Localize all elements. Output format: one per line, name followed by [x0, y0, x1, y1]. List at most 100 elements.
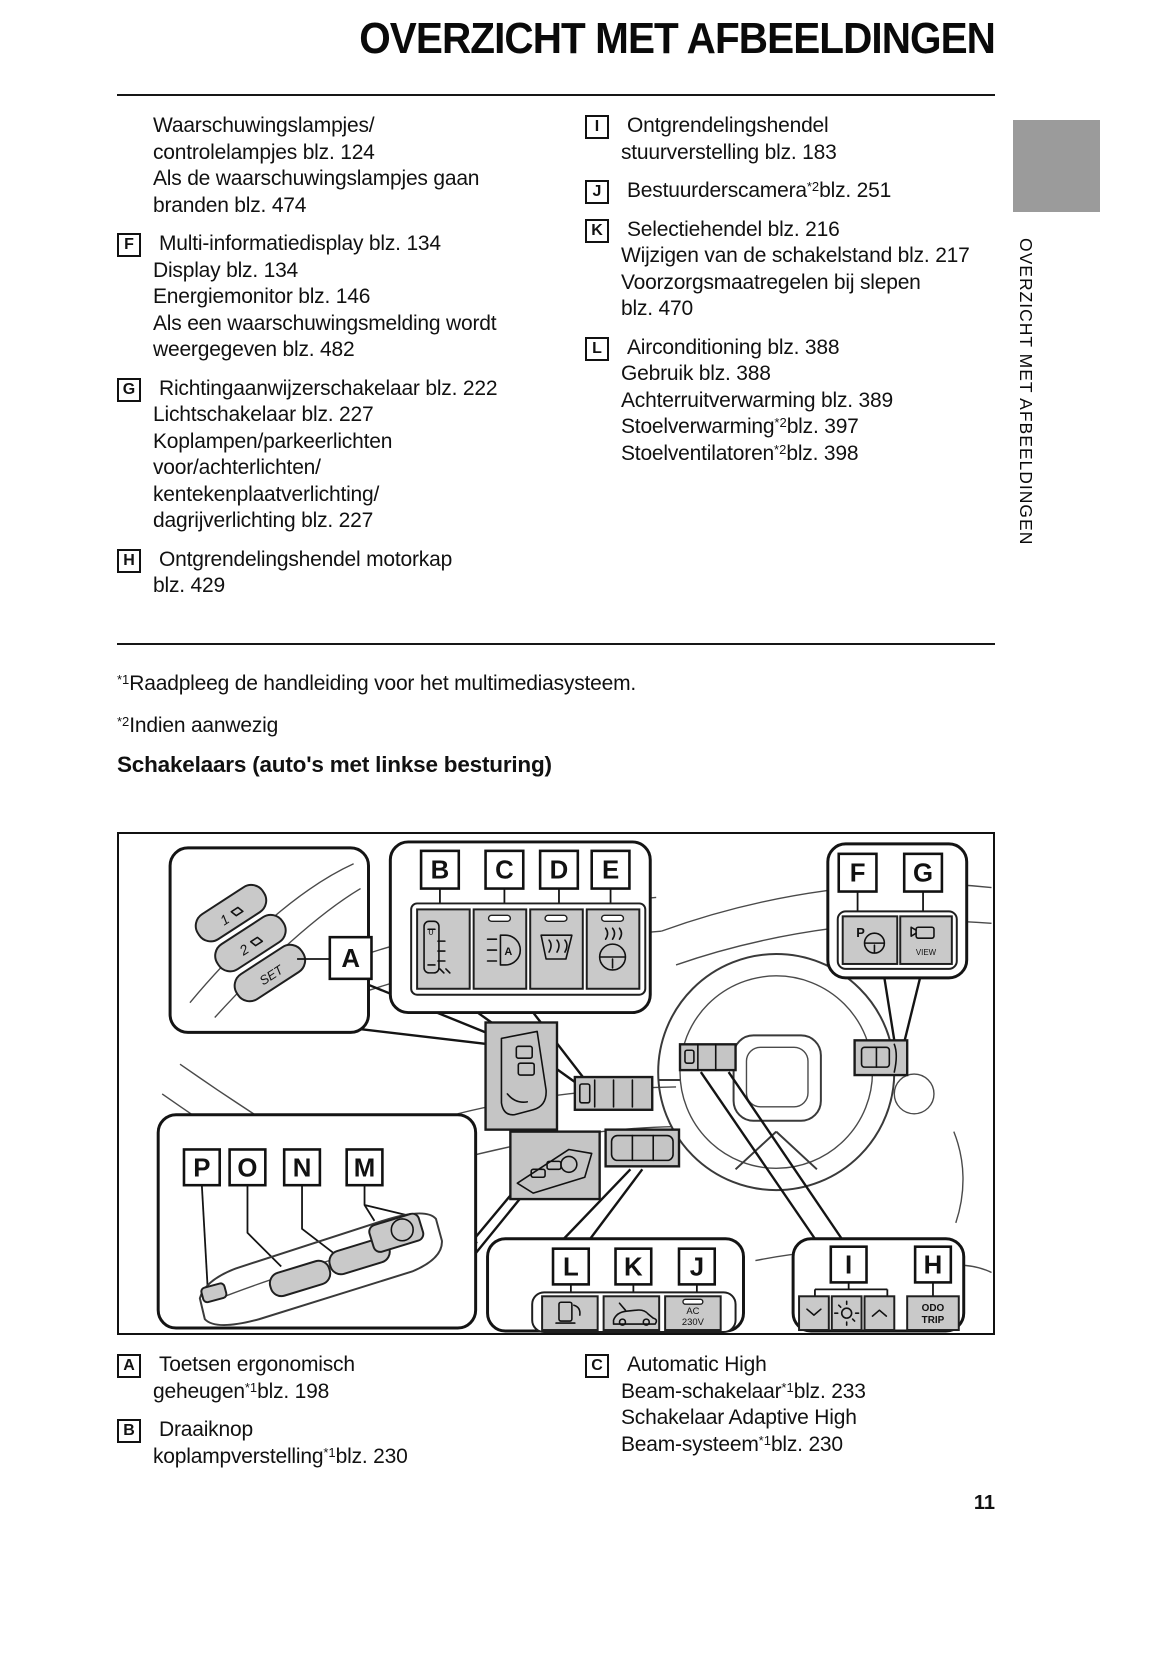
- superscript-ref: *1: [758, 1432, 771, 1448]
- brightness-down-button: [798, 1295, 830, 1332]
- svg-text:N: N: [293, 1154, 312, 1182]
- camera-view-button: VIEW: [899, 915, 953, 965]
- index-line: Energiemonitor blz. 146: [153, 285, 371, 308]
- headlight-leveling-button: 0: [416, 908, 471, 990]
- diagram-label-O: O: [228, 1148, 267, 1187]
- svg-text:P: P: [193, 1154, 210, 1182]
- callout-instrument-buttons: I H: [791, 1237, 966, 1333]
- callout-seat-memory: 1 2 SET A: [168, 846, 373, 1034]
- page-title: OVERZICHT MET AFBEELDINGEN: [359, 14, 996, 63]
- index-line: Als de waarschuwingslampjes gaan: [153, 167, 480, 190]
- svg-text:P: P: [856, 925, 865, 940]
- window-switch-mini-art: [509, 1130, 601, 1201]
- index-line: Koplampen/parkeerlichten: [153, 429, 393, 453]
- callout-lower-dash: L K J: [486, 1237, 745, 1333]
- diagram-label-B: B: [419, 849, 461, 890]
- index-line: blz. 429: [153, 574, 225, 597]
- index-letter-box: F: [117, 233, 141, 257]
- index-line: Ontgrendelingshendel: [627, 114, 829, 137]
- callout-dash-switches: B C D E: [388, 840, 652, 1015]
- superscript-ref: *1: [117, 672, 130, 687]
- superscript-ref: *2: [774, 415, 787, 430]
- index-line: voor/achterlichten/: [153, 456, 321, 479]
- superscript-ref: *2: [806, 179, 820, 194]
- index-line: Selectiehendel blz. 216: [627, 217, 840, 241]
- diagram-label-G: G: [902, 852, 944, 893]
- index-letter-box: C: [585, 1354, 609, 1378]
- svg-text:K: K: [624, 1253, 643, 1281]
- index-line: blz. 470: [621, 297, 693, 320]
- diagram-label-E: E: [590, 849, 631, 890]
- diagram-label-K: K: [614, 1247, 653, 1286]
- index-line: Ontgrendelingshendel motorkap: [159, 547, 453, 571]
- index-letter-box: G: [117, 377, 141, 402]
- index-line: Wijzigen van de schakelstand blz. 217: [621, 244, 970, 267]
- footnote-2: *2Indien aanwezig: [117, 714, 279, 737]
- switches-diagram-svg: 1 2 SET A B: [156, 840, 992, 1333]
- page-number: 11: [973, 1492, 995, 1514]
- diagram-label-A: A: [328, 935, 373, 981]
- svg-text:0: 0: [429, 927, 434, 937]
- diagram-label-F: F: [837, 852, 878, 893]
- index-line: Gebruik blz. 388: [621, 362, 771, 385]
- section-heading: Schakelaars (auto's met linkse besturing…: [117, 752, 552, 777]
- windshield-deicer-button: [529, 908, 584, 990]
- diagram-label-L: L: [551, 1247, 591, 1286]
- callout-door-switches: P O N M: [156, 1113, 478, 1330]
- diagram-label-M: M: [345, 1148, 384, 1187]
- diagram-label-I: I: [829, 1245, 868, 1284]
- odo-trip-button: ODO TRIP: [906, 1295, 960, 1332]
- parking-assist-button: P: [841, 915, 899, 965]
- svg-text:TRIP: TRIP: [922, 1315, 945, 1326]
- index-entry-lines: Bestuurderscamera*2blz. 251: [621, 178, 997, 205]
- svg-text:J: J: [690, 1253, 704, 1281]
- lower-dash-strip: [604, 1128, 681, 1168]
- fuel-filler-button: [541, 1295, 599, 1332]
- index-line: Bestuurderscamera*2blz. 251: [627, 179, 892, 202]
- dash-switch-strip-left: [573, 1075, 654, 1111]
- index-line: weergegeven blz. 482: [153, 338, 355, 361]
- svg-text:A: A: [504, 946, 512, 958]
- diagram-label-P: P: [182, 1148, 221, 1187]
- heated-steering-button: [585, 908, 641, 990]
- switches-diagram: 1 2 SET A B: [117, 832, 995, 1335]
- index-line: Richtingaanwijzerschakelaar blz. 222: [159, 376, 498, 400]
- svg-text:AC: AC: [686, 1305, 699, 1316]
- diagram-label-C: C: [484, 849, 525, 890]
- index-entry-lines: Ontgrendelingshendel motorkap blz. 429: [153, 547, 575, 600]
- armrest-art: [198, 1212, 443, 1327]
- diagram-label-H: H: [913, 1245, 953, 1284]
- svg-text:D: D: [550, 857, 569, 885]
- superscript-ref: *1: [781, 1379, 794, 1395]
- svg-text:L: L: [563, 1253, 579, 1281]
- index-line: Toetsen ergonomisch: [159, 1353, 355, 1376]
- callout-park-camera: F G P VIEW: [826, 842, 969, 980]
- superscript-ref: *2: [774, 441, 787, 457]
- index-letter-box: A: [117, 1354, 141, 1378]
- index-line: Schakelaar Adaptive High: [621, 1406, 857, 1429]
- index-line: Lichtschakelaar blz. 227: [153, 403, 374, 426]
- svg-text:G: G: [913, 860, 933, 888]
- superscript-ref: *1: [244, 1379, 258, 1395]
- brightness-up-button: [863, 1295, 896, 1332]
- svg-text:ODO: ODO: [922, 1303, 945, 1314]
- index-letter-box: H: [117, 548, 141, 573]
- svg-text:A: A: [341, 945, 360, 973]
- index-line: dagrijverlichting blz. 227: [153, 509, 374, 532]
- svg-text:C: C: [495, 857, 514, 885]
- svg-text:I: I: [845, 1251, 852, 1279]
- index-line: Waarschuwingslampjes/: [153, 114, 375, 137]
